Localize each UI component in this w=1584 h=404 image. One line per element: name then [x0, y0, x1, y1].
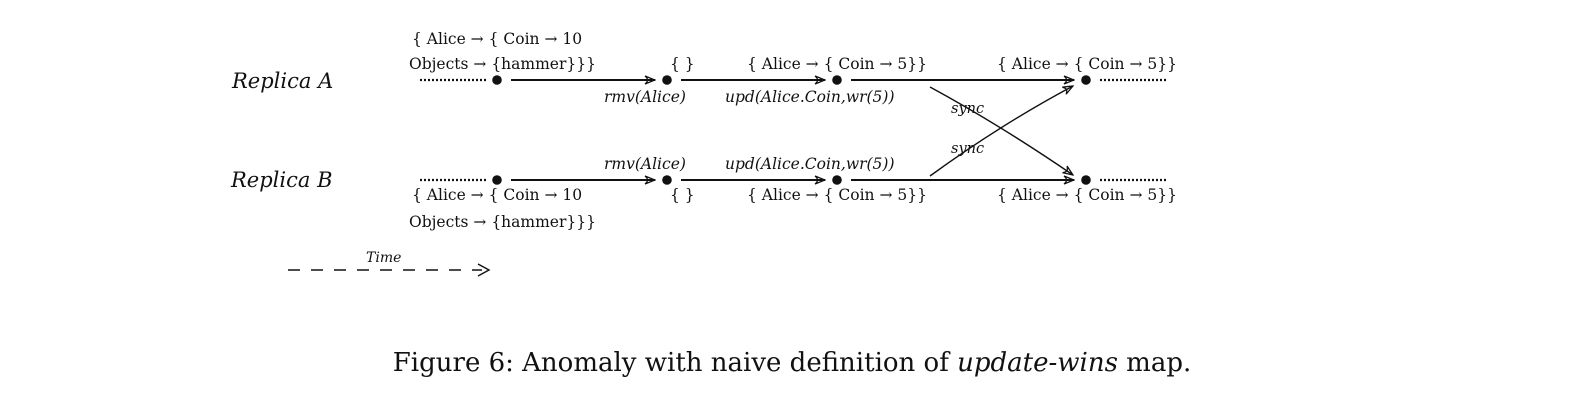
time-axis-arrowhead [477, 263, 491, 277]
replica-a-label: Replica A [231, 69, 333, 93]
replica-b-event-after-rmv [662, 175, 672, 185]
replica-a-event-final [1081, 75, 1091, 85]
replica-a-rmv-operation: rmv(Alice) [604, 88, 686, 106]
replica-a-state-after-upd: { Alice → { Coin → 5}} [747, 55, 927, 73]
replica-b-rmv-operation: rmv(Alice) [604, 155, 686, 173]
replica-b-final-state: { Alice → { Coin → 5}} [997, 186, 1177, 204]
replica-a-final-state: { Alice → { Coin → 5}} [997, 55, 1177, 73]
replica-b-empty-state: { } [670, 186, 695, 204]
replica-b-label: Replica B [230, 168, 333, 192]
replica-b-state-after-upd: { Alice → { Coin → 5}} [747, 186, 927, 204]
replica-a-event-initial [492, 75, 502, 85]
caption-prefix: Figure 6: Anomaly with naive definition … [392, 348, 958, 378]
sync-label-b-to-a: sync [951, 141, 984, 157]
sync-arrow-b-to-a [929, 86, 1073, 177]
replica-a-event-after-rmv [662, 75, 672, 85]
time-label: Time [366, 250, 401, 266]
replica-b-initial-state-line1: { Alice → { Coin → 10 [412, 186, 582, 204]
replica-a-event-after-upd [832, 75, 842, 85]
replica-b-event-after-upd [832, 175, 842, 185]
replica-a-initial-state-line1: { Alice → { Coin → 10 [412, 30, 582, 48]
sync-label-a-to-b: sync [951, 101, 984, 117]
replica-a-upd-operation: upd(Alice.Coin,wr(5)) [725, 88, 895, 106]
replica-b-initial-state-line2: Objects → {hammer}}} [409, 213, 596, 231]
caption-emphasis: update-wins [957, 348, 1118, 378]
replica-b-event-initial [492, 175, 502, 185]
caption-suffix: map. [1117, 348, 1192, 378]
replica-a-initial-state-line2: Objects → {hammer}}} [409, 55, 596, 73]
figure-caption: Figure 6: Anomaly with naive definition … [0, 348, 1584, 378]
replica-b-upd-operation: upd(Alice.Coin,wr(5)) [725, 155, 895, 173]
replica-b-event-final [1081, 175, 1091, 185]
replica-a-empty-state: { } [670, 55, 695, 73]
